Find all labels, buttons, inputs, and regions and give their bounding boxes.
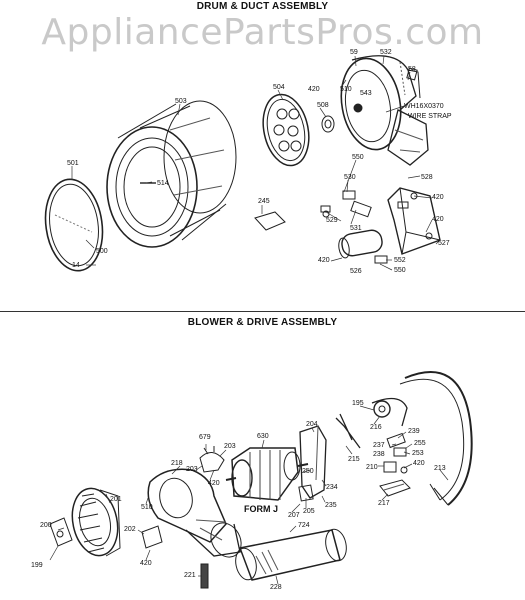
- part-label-531: 531: [350, 225, 362, 232]
- part-label-204: 204: [306, 421, 318, 428]
- part-label-199: 199: [31, 562, 43, 569]
- part-label-526: 526: [350, 268, 362, 275]
- part-label-550-b: 550: [394, 267, 406, 274]
- watermark: AppliancePartsPros.com: [41, 12, 484, 53]
- part-label-203-a: 203: [224, 443, 236, 450]
- part-label-550-a: 550: [352, 154, 364, 161]
- part-label-527: 527: [438, 240, 450, 247]
- bracket: [406, 67, 418, 81]
- part-label-213: 213: [434, 465, 446, 472]
- drive-belt: [399, 371, 473, 506]
- part-label-201: 201: [110, 496, 122, 503]
- part-label-420-b: 420: [432, 194, 444, 201]
- part-label-195: 195: [352, 400, 364, 407]
- part-label-503: 503: [175, 98, 187, 105]
- part-label-504: 504: [273, 84, 285, 91]
- motor-capacitor: [338, 229, 383, 259]
- part-label-420-f: 420: [208, 480, 220, 487]
- part-label-237: 237: [373, 442, 385, 449]
- part-label-508: 508: [317, 102, 329, 109]
- part-label-14: 14: [72, 262, 80, 269]
- part-label-59: 59: [350, 49, 358, 56]
- motor-switch: [298, 484, 314, 502]
- part-label-630: 630: [257, 433, 269, 440]
- drum-section-title: DRUM & DUCT ASSEMBLY: [196, 1, 329, 12]
- part-number-wh16x0370: WH16X0370: [404, 103, 444, 110]
- drive-motor: [225, 447, 309, 501]
- part-label-530: 530: [344, 174, 356, 181]
- part-label-210: 210: [366, 464, 378, 471]
- part-label-207: 207: [288, 512, 300, 519]
- part-label-528: 528: [421, 174, 433, 181]
- part-label-255: 255: [414, 440, 426, 447]
- part-label-501: 501: [67, 160, 79, 167]
- exhaust-duct: [235, 528, 347, 581]
- blower-wheel: [71, 487, 121, 557]
- idler-assembly: [383, 432, 408, 474]
- part-label-203-b: 203: [186, 466, 198, 473]
- part-label-510: 510: [340, 86, 352, 93]
- part-label-552: 552: [394, 257, 406, 264]
- blower-housing: [147, 468, 227, 543]
- part-label-543: 543: [360, 90, 372, 97]
- blower-leaders: [49, 405, 449, 585]
- drum: [106, 100, 237, 248]
- part-label-532: 532: [380, 49, 392, 56]
- small-parts: [254, 190, 433, 264]
- clamp: [141, 525, 163, 549]
- idler-arm: [335, 397, 408, 449]
- part-label-205: 205: [303, 508, 315, 515]
- form-j-label: FORM J: [244, 504, 279, 514]
- section-divider: [0, 311, 525, 312]
- bearing: [321, 115, 335, 133]
- drum-leaders: [71, 55, 441, 271]
- seal-strip: [200, 563, 209, 589]
- part-label-510-b: 510: [141, 504, 153, 511]
- bracket-217: [379, 479, 411, 497]
- part-label-679: 679: [199, 434, 211, 441]
- part-label-200: 200: [40, 522, 52, 529]
- part-label-216: 216: [370, 424, 382, 431]
- part-label-245: 245: [258, 198, 270, 205]
- part-label-215: 215: [348, 456, 360, 463]
- part-label-420-c: 420: [432, 216, 444, 223]
- part-label-234: 234: [326, 484, 338, 491]
- part-label-218: 218: [171, 460, 183, 467]
- part-label-238: 238: [373, 451, 385, 458]
- part-label-228: 228: [270, 584, 282, 591]
- part-label-58: 58: [408, 66, 416, 73]
- rear-drum-plate: [262, 93, 310, 167]
- part-label-420-a: 420: [308, 86, 320, 93]
- blower-duct: [185, 522, 242, 558]
- part-label-420-d: 420: [318, 257, 330, 264]
- part-label-724: 724: [298, 522, 310, 529]
- part-label-514: 514: [157, 180, 169, 187]
- part-label-217: 217: [378, 500, 390, 507]
- blower-section-title: BLOWER & DRIVE ASSEMBLY: [187, 317, 338, 328]
- part-label-420-g: 420: [140, 560, 152, 567]
- part-label-202: 202: [124, 526, 136, 533]
- part-label-221: 221: [184, 572, 196, 579]
- blower-front-plate: [49, 517, 73, 547]
- motor-clips: [199, 446, 225, 473]
- part-label-529: 529: [326, 217, 338, 224]
- drum-seal-ring: [44, 178, 104, 272]
- motor-mount-plate: [299, 425, 327, 499]
- part-label-253: 253: [412, 450, 424, 457]
- part-label-500: 500: [96, 248, 108, 255]
- part-label-250: 250: [302, 468, 314, 475]
- part-desc-wire-strap: WIRE STRAP: [408, 113, 452, 120]
- part-label-239: 239: [408, 428, 420, 435]
- rear-bulkhead: [340, 55, 429, 166]
- part-label-420-e: 420: [413, 460, 425, 467]
- part-label-235: 235: [325, 502, 337, 509]
